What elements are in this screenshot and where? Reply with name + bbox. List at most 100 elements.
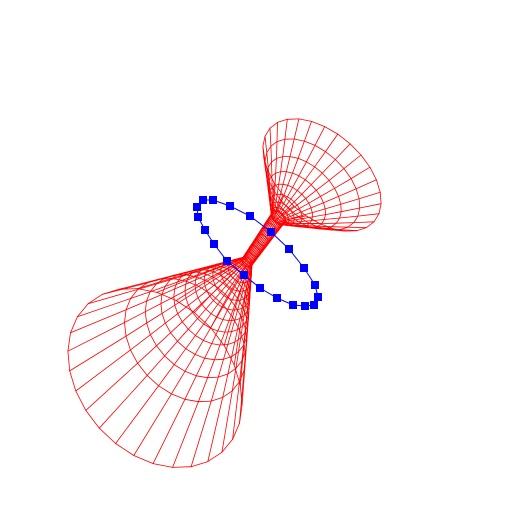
mesh-ring-segment [125, 298, 132, 311]
mesh-meridian-segment [292, 157, 299, 174]
mesh-meridian-segment [244, 263, 248, 268]
mesh-meridian-segment [319, 227, 333, 230]
mesh-ring-segment [300, 211, 303, 216]
control-point[interactable] [289, 301, 297, 309]
mesh-meridian-segment [237, 292, 241, 300]
control-point[interactable] [311, 281, 319, 289]
mesh-meridian-segment [245, 296, 248, 307]
mesh-meridian-segment [244, 293, 247, 302]
mesh-ring-segment [185, 348, 196, 355]
mesh-ring-segment [350, 178, 357, 190]
mesh-ring-segment [308, 202, 312, 209]
mesh-meridian-segment [194, 280, 205, 287]
mesh-meridian-segment [306, 227, 319, 230]
mesh-meridian-segment [340, 207, 361, 213]
mesh-meridian-segment [222, 308, 229, 321]
mesh-meridian-segment [229, 272, 235, 276]
mesh-meridian-segment [164, 313, 179, 324]
mesh-meridian-segment [285, 220, 290, 222]
mesh-meridian-segment [193, 269, 203, 273]
mesh-meridian-segment [321, 159, 336, 174]
mesh-meridian-segment [184, 276, 197, 282]
mesh-ring-segment [230, 275, 234, 279]
mesh-meridian-segment [305, 144, 316, 163]
mesh-meridian-segment [314, 151, 326, 168]
mesh-ring-segment [115, 443, 135, 456]
mesh-meridian-segment [207, 396, 224, 463]
mesh-meridian-segment [288, 217, 295, 220]
mesh-meridian-segment [184, 353, 196, 372]
control-point[interactable] [310, 301, 318, 309]
mesh-ring-segment [331, 222, 337, 228]
control-point[interactable] [223, 257, 231, 265]
control-point[interactable] [285, 245, 293, 253]
mesh-meridian-segment [242, 300, 245, 309]
mesh-meridian-segment [292, 216, 300, 219]
mesh-meridian-segment [264, 135, 268, 154]
control-point[interactable] [301, 302, 309, 310]
mesh-meridian-segment [290, 189, 298, 200]
mesh-meridian-segment [279, 183, 284, 195]
mesh-meridian-segment [276, 219, 286, 232]
mesh-ring-segment [320, 195, 324, 204]
mesh-ring-segment [242, 320, 247, 327]
mesh-meridian-segment [230, 269, 238, 277]
mesh-ring-segment [234, 264, 240, 268]
mesh-ring-segment [67, 350, 71, 372]
control-point[interactable] [256, 284, 264, 292]
mesh-meridian-segment [227, 289, 234, 299]
mesh-ring-segment [298, 175, 306, 181]
mesh-ring-segment [87, 293, 103, 305]
control-curve[interactable] [193, 196, 322, 310]
mesh-meridian-segment [301, 212, 313, 216]
mesh-ring-segment [328, 179, 336, 189]
mesh-meridian-segment [266, 180, 269, 191]
mesh-ring-segment [207, 451, 223, 463]
mesh-ring-segment [170, 393, 186, 400]
mesh-meridian-segment [197, 290, 208, 299]
mesh-ring-segment [334, 159, 345, 170]
control-point[interactable] [246, 212, 254, 220]
mesh-ring-segment [301, 193, 307, 199]
mesh-meridian-segment [288, 201, 295, 208]
mesh-meridian-segment [311, 219, 325, 222]
mesh-ring-segment [235, 290, 241, 292]
mesh-meridian-segment [176, 277, 189, 283]
control-point[interactable] [267, 228, 275, 236]
mesh-meridian-segment [285, 198, 292, 206]
control-point[interactable] [193, 203, 201, 211]
mesh-ring-segment [241, 317, 246, 330]
mesh-ring-segment [69, 370, 77, 392]
control-point[interactable] [199, 196, 207, 204]
mesh-meridian-segment [246, 301, 249, 312]
mesh-meridian-segment [298, 161, 307, 177]
control-point[interactable] [300, 264, 308, 272]
mesh-meridian-segment [212, 274, 222, 281]
mesh-meridian-segment [136, 277, 173, 290]
mesh-ring-segment [238, 262, 243, 266]
mesh-ring-segment [197, 297, 202, 305]
mesh-ring-segment [288, 208, 300, 218]
control-point[interactable] [273, 294, 281, 302]
control-point[interactable] [226, 202, 234, 210]
mesh-ring-segment [276, 138, 286, 143]
mesh-ring-segment [239, 384, 243, 406]
mesh-ring-segment [339, 226, 349, 231]
control-point[interactable] [240, 271, 248, 279]
control-point[interactable] [210, 240, 218, 248]
mesh-meridian-segment [223, 287, 231, 297]
mesh-meridian-segment [310, 172, 323, 186]
mesh-meridian-segment [220, 265, 229, 270]
control-point[interactable] [201, 226, 209, 234]
control-point[interactable] [209, 196, 217, 204]
mesh-meridian-segment [250, 271, 252, 280]
control-point[interactable] [194, 213, 202, 221]
mesh-ring-segment [357, 207, 361, 217]
control-point[interactable] [314, 293, 322, 301]
mesh-meridian-segment [203, 275, 214, 282]
mesh-meridian-segment [343, 154, 362, 170]
mesh-meridian-segment [248, 285, 251, 295]
mesh-ring-segment [184, 283, 187, 292]
mesh-meridian-segment [275, 216, 285, 229]
